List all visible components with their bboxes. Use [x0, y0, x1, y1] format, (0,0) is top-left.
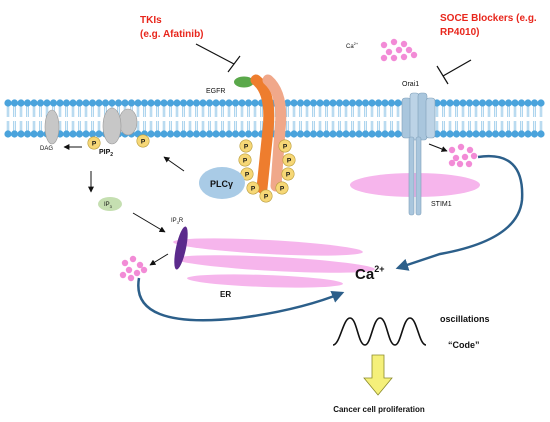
ip3-label: IP3: [104, 202, 113, 209]
calcium-cluster-er-release: [119, 255, 148, 282]
proliferation-arrow: [363, 354, 393, 396]
pip2-lipid: [102, 107, 138, 145]
stim1-right-strand: [415, 136, 422, 216]
calcium-ion: [456, 160, 464, 168]
phosphate-label: P: [244, 143, 249, 150]
phosphate-label: P: [280, 185, 285, 192]
phosphate-label: P: [264, 193, 269, 200]
calcium-cluster-extracellular: [380, 38, 418, 62]
tki-inhibition: [195, 43, 241, 73]
calcium-ion: [380, 54, 388, 62]
phosphate-group: P: [282, 153, 296, 167]
orai1-channel: [401, 92, 436, 141]
phosphate-label: P: [283, 143, 288, 150]
calcium-ion: [385, 48, 393, 56]
calcium-ion: [121, 259, 129, 267]
plcg-to-pip2-arrow: [163, 156, 185, 172]
phosphate-label: P: [92, 140, 97, 147]
calcium-ion: [400, 40, 408, 48]
tki-label-line1: TKIs: [140, 15, 162, 26]
calcium-ion: [133, 269, 141, 277]
calcium-ion: [136, 261, 144, 269]
calcium-ion: [452, 154, 460, 162]
calcium-cluster-cytosol: [448, 143, 478, 168]
phosphate-label: P: [287, 157, 292, 164]
calcium-ion: [127, 274, 135, 282]
egfr-label: EGFR: [206, 88, 225, 95]
calcium-ion: [448, 159, 456, 167]
calcium-ion: [390, 54, 398, 62]
phosphate-group: P: [281, 167, 295, 181]
calcium-ion: [125, 266, 133, 274]
code-label: “Code”: [448, 340, 480, 350]
egfr-receptor: [234, 74, 287, 194]
ip3-to-ip3r-arrow: [132, 212, 166, 233]
outcome-label: Cancer cell proliferation: [333, 405, 425, 414]
phosphate-group: P: [278, 139, 292, 153]
phosphate-label: P: [286, 171, 291, 178]
calcium-ion: [405, 46, 413, 54]
calcium-ion: [129, 255, 137, 263]
phosphate-label: P: [245, 171, 250, 178]
tki-label-line2: (e.g. Afatinib): [140, 29, 204, 40]
phosphate-group: P: [239, 139, 253, 153]
calcium-ion: [461, 153, 469, 161]
oscillations-label: oscillations: [440, 314, 490, 324]
phosphate-group: P: [259, 189, 273, 203]
endoplasmic-reticulum: [173, 238, 375, 288]
ca-small-label: Ca2+: [346, 41, 359, 50]
soce-label-line1: SOCE Blockers (e.g.: [440, 13, 537, 24]
calcium-oscillation-trace: [332, 317, 427, 346]
calcium-ion: [140, 266, 148, 274]
phosphate-group: P: [136, 134, 150, 148]
calcium-ion: [457, 143, 465, 151]
dag-label: DAG: [40, 146, 53, 152]
calcium-ion: [380, 41, 388, 49]
calcium-ion: [119, 271, 127, 279]
phosphate-label: P: [141, 138, 146, 145]
ip3r-to-ca-arrow: [149, 253, 169, 266]
orai1-label: Orai1: [402, 81, 419, 88]
plcg-label: PLCγ: [210, 179, 233, 189]
stim1-label: STIM1: [431, 201, 452, 208]
orai-to-ca-arrow: [428, 143, 448, 152]
calcium-ion: [465, 160, 473, 168]
calcium-ion: [448, 146, 456, 154]
calcium-ion: [390, 38, 398, 46]
pip2-label: PIP2: [99, 149, 113, 158]
ip3-molecule: [98, 197, 122, 211]
phosphate-group: P: [238, 153, 252, 167]
phosphate-label: P: [251, 185, 256, 192]
phosphate-group: P: [275, 181, 289, 195]
lipid-tails: [6, 106, 543, 131]
er-label: ER: [220, 290, 231, 299]
plcg-enzyme: [199, 167, 245, 199]
store-ca-flow-arrow: [137, 277, 345, 322]
soce-ca-flow-arrow: [395, 154, 524, 271]
phosphate-label: P: [243, 157, 248, 164]
stim1-er-membrane: [350, 173, 480, 197]
ip3r-channel: [174, 226, 188, 270]
calcium-ion: [470, 152, 478, 160]
calcium-ion: [395, 46, 403, 54]
cytosolic-ca-label: Ca2+: [355, 264, 384, 283]
stim1-left-strand: [408, 136, 415, 216]
ip3r-label: IP3R: [171, 218, 184, 225]
calcium-ion: [466, 146, 474, 154]
calcium-ion: [410, 51, 418, 59]
phosphate-group: P: [246, 181, 260, 195]
dag-lipid: [44, 109, 60, 145]
calcium-ion: [400, 53, 408, 61]
phosphate-group: P: [87, 136, 101, 150]
soce-inhibition: [436, 59, 472, 85]
soce-label-line2: RP4010): [440, 27, 479, 38]
